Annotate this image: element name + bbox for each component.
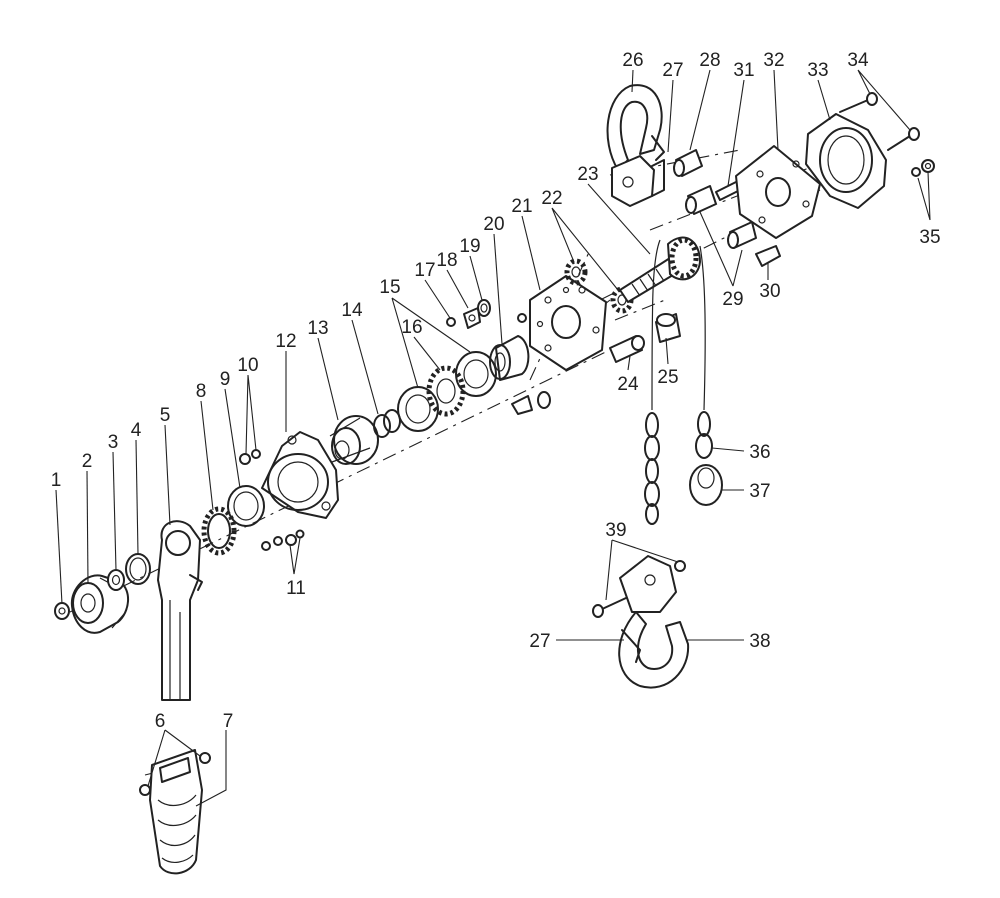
part-34-bolts <box>839 92 920 151</box>
part-33-cover <box>805 113 887 209</box>
label-17: 17 <box>414 260 435 281</box>
label-22: 22 <box>541 188 562 209</box>
label-31: 31 <box>733 60 754 81</box>
part-11-nuts <box>261 529 305 551</box>
part-12-cover <box>261 431 339 519</box>
part-23-pinion-shaft <box>619 236 701 303</box>
part-32-side-plate <box>735 145 821 239</box>
part-5-lever <box>157 520 203 701</box>
part-21-side-plate <box>529 275 607 371</box>
label-8: 8 <box>196 381 207 402</box>
part-37-link <box>689 464 723 506</box>
part-4-ring <box>125 553 151 585</box>
label-21: 21 <box>511 196 532 217</box>
label-9: 9 <box>220 369 231 390</box>
label-19: 19 <box>459 236 480 257</box>
part-35-nuts <box>911 159 935 177</box>
part-26-top-hook <box>606 84 665 207</box>
part-27-latch-bottom <box>621 629 641 663</box>
label-10: 10 <box>237 355 258 376</box>
part-25-bush <box>655 313 681 343</box>
label-6: 6 <box>155 711 166 732</box>
label-32: 32 <box>763 50 784 71</box>
part-30-stripper <box>755 245 781 267</box>
part-28-pin <box>673 149 703 177</box>
leader-lines <box>55 69 931 807</box>
label-1: 1 <box>51 470 62 491</box>
label-2: 2 <box>82 451 93 472</box>
part-14-springs <box>373 409 401 438</box>
part-24-pin <box>609 335 645 363</box>
label-27-bottom: 27 <box>529 631 550 652</box>
part-16-ratchet-disc <box>426 365 466 417</box>
label-35: 35 <box>919 227 940 248</box>
label-39: 39 <box>605 520 626 541</box>
label-7: 7 <box>223 711 234 732</box>
label-4: 4 <box>131 420 142 441</box>
part-20-bushing <box>489 313 530 381</box>
part-19-spring <box>477 299 551 415</box>
part-number-labels: 1 2 3 4 5 6 7 8 9 10 11 12 13 14 15 16 1… <box>51 50 941 732</box>
label-14: 14 <box>341 300 363 321</box>
part-3-washer <box>107 569 125 591</box>
label-24: 24 <box>617 374 639 395</box>
label-3: 3 <box>108 432 119 453</box>
part-9-ring <box>227 485 265 527</box>
label-29: 29 <box>722 289 743 310</box>
label-30: 30 <box>759 281 780 302</box>
part-38-bottom-hook <box>618 555 690 689</box>
label-12: 12 <box>275 331 296 352</box>
part-1-nut <box>54 602 70 620</box>
label-5: 5 <box>160 405 171 426</box>
part-15-discs <box>397 351 497 432</box>
label-23: 23 <box>577 164 598 185</box>
part-36-chain <box>695 411 713 459</box>
part-7-grip <box>149 749 203 875</box>
part-13-hub <box>329 415 379 465</box>
label-27-top: 27 <box>662 60 683 81</box>
part-27-latch-top <box>651 135 665 161</box>
label-37: 37 <box>749 481 770 502</box>
label-16: 16 <box>401 317 422 338</box>
part-29-spacers <box>685 185 757 249</box>
label-11: 11 <box>286 578 306 599</box>
part-17-washer <box>446 317 456 327</box>
part-8-ratchet-ring <box>201 506 237 556</box>
label-36: 36 <box>749 442 770 463</box>
label-33: 33 <box>807 60 828 81</box>
load-chain <box>644 239 706 525</box>
label-13: 13 <box>307 318 328 339</box>
label-25: 25 <box>657 367 678 388</box>
part-10-nuts <box>239 449 261 465</box>
label-20: 20 <box>483 214 504 235</box>
part-39-bolts <box>592 560 686 618</box>
label-28: 28 <box>699 50 720 71</box>
label-15: 15 <box>379 277 400 298</box>
label-26: 26 <box>622 50 643 71</box>
label-18: 18 <box>436 250 457 271</box>
label-34: 34 <box>847 50 869 71</box>
part-18-pawl <box>463 307 481 329</box>
label-38: 38 <box>749 631 770 652</box>
